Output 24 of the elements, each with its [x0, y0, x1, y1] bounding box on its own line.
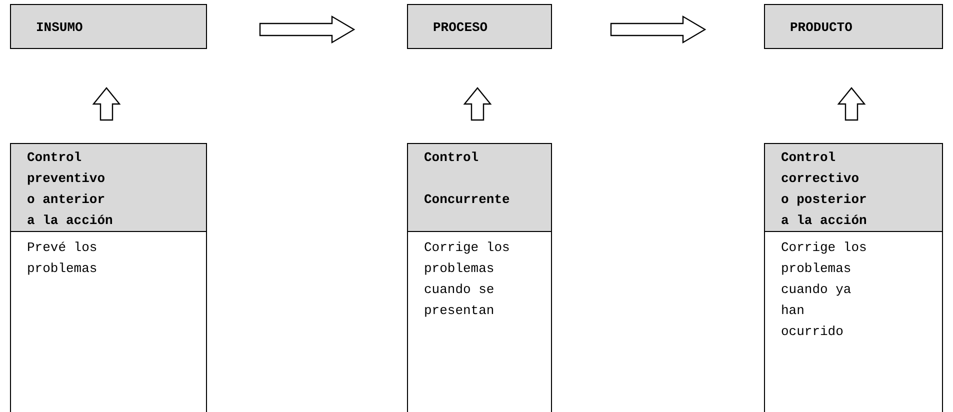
description-box	[764, 232, 943, 412]
description-text: Prevé los problemas	[27, 239, 98, 278]
block-arrow	[259, 15, 356, 44]
control-label: Control	[424, 149, 480, 167]
stage-box	[764, 4, 943, 49]
block-arrow	[610, 15, 706, 44]
description-text: Corrige los problemas cuando ya han ocurrido	[781, 239, 868, 341]
block-arrow	[837, 87, 866, 121]
description-box	[407, 232, 552, 412]
block-arrow	[463, 87, 492, 121]
stage-label: PRODUCTO	[790, 19, 854, 37]
control-box	[407, 143, 552, 232]
stage-label: PROCESO	[433, 19, 489, 37]
control-label: Concurrente	[424, 191, 511, 209]
control-label: Control preventivo o anterior a la acción	[27, 149, 114, 230]
description-text: Corrige los problemas cuando se presentan	[424, 239, 511, 320]
control-box	[764, 143, 943, 232]
control-box	[10, 143, 207, 232]
stage-box	[10, 4, 207, 49]
stage-label: INSUMO	[36, 19, 84, 37]
description-box	[10, 232, 207, 412]
block-arrow	[92, 87, 121, 121]
control-label: Control correctivo o posterior a la acción	[781, 149, 868, 230]
stage-box	[407, 4, 552, 49]
